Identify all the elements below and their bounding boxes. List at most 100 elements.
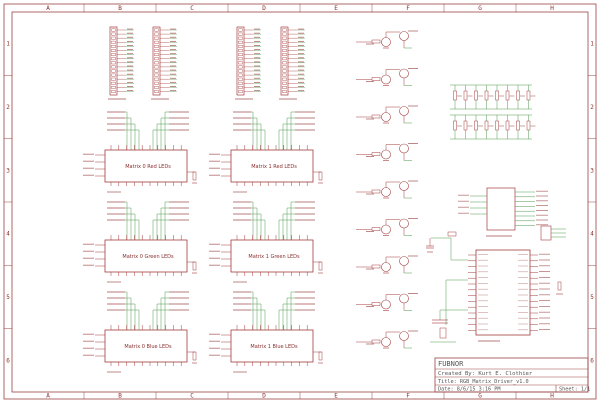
row-label-left: 3: [6, 167, 10, 174]
row-transistor: [356, 180, 418, 199]
matrix-driver-label: Matrix 1 Blue LEDs: [250, 344, 298, 350]
matrix-driver-ic: Matrix 0 Green LEDs: [83, 201, 197, 283]
connector-pin: [154, 69, 159, 73]
resistor: [463, 90, 468, 101]
connector-pin: [154, 57, 159, 61]
resistor: [484, 120, 489, 131]
matrix-driver-ic: Matrix 1 Green LEDs: [209, 201, 323, 283]
matrix-driver-label: Matrix 0 Green LEDs: [122, 254, 174, 260]
row-transistor: [356, 105, 418, 124]
connector-pin: [111, 28, 116, 32]
resistor: [318, 261, 323, 271]
connector-pin: [238, 32, 243, 36]
title-block-frame: [434, 357, 589, 393]
transistor-p: [399, 106, 409, 116]
connector-pin: [111, 73, 116, 77]
connector-pin: [282, 85, 287, 89]
connector-pin: [282, 77, 287, 81]
bus-wire: [125, 207, 132, 240]
bus-wire: [282, 123, 295, 150]
bus-wire: [290, 291, 295, 330]
header-connectors: [108, 26, 305, 100]
microcontroller: [426, 231, 563, 343]
connector-pin: [111, 90, 116, 93]
resistor: [495, 90, 499, 101]
bus-wire: [156, 123, 169, 150]
connector-pin: [282, 53, 287, 57]
ic-body: [230, 329, 314, 363]
column-label-bottom: G: [478, 393, 482, 400]
bus-wire: [152, 309, 169, 330]
connector-pin: [238, 45, 243, 48]
bus-wire: [251, 117, 258, 150]
frame-ticks: [4, 4, 596, 399]
base-resistor: [371, 264, 381, 269]
connector-pin: [111, 49, 116, 52]
row-transistor: [356, 218, 418, 236]
bus-wire: [282, 213, 295, 240]
connector-pin: [154, 61, 159, 65]
bus-wire: [152, 129, 169, 150]
transistor-q: [381, 149, 391, 160]
transistor-p: [399, 181, 409, 191]
bus-wire: [251, 207, 258, 240]
bus-wire: [160, 297, 169, 330]
bus-wire: [251, 129, 266, 150]
row-transistor: [356, 143, 418, 161]
resistor-network: [450, 84, 536, 140]
row-transistor: [356, 30, 418, 49]
column-label-bottom: A: [46, 393, 50, 400]
bus-wire: [251, 201, 254, 240]
row-label-right: 1: [590, 41, 594, 48]
column-label-bottom: C: [190, 393, 194, 400]
row-transistor: [356, 255, 418, 274]
column-label-bottom: H: [550, 393, 554, 400]
bus-wire: [251, 123, 262, 150]
bus-wire: [125, 291, 128, 330]
connector-pin: [154, 81, 159, 85]
matrix-driver-ic: Matrix 0 Red LEDs: [83, 111, 197, 193]
resistor: [453, 90, 457, 101]
ic-body: [104, 239, 188, 273]
column-label-top: A: [46, 5, 50, 12]
title-created-by: Created By: Kurt E. Clothier: [438, 371, 533, 377]
misc-components: [458, 187, 566, 241]
bus-wire: [160, 117, 169, 150]
bus-wire: [251, 213, 262, 240]
title-block: FUBNOR Created By: Kurt E. Clothier Titl…: [434, 357, 590, 393]
connector-pin: [111, 61, 116, 65]
bus-wire: [125, 129, 140, 150]
connector-pin: [111, 81, 116, 85]
row-label-right: 4: [590, 231, 594, 238]
shift-register-ic: [486, 187, 516, 231]
header-connector: [151, 26, 177, 100]
bus-wire: [164, 201, 169, 240]
resistor: [192, 171, 197, 181]
connector-pin: [154, 65, 159, 69]
power-net: [431, 237, 468, 261]
row-label-right: 6: [590, 357, 594, 364]
connector-pin: [154, 53, 159, 57]
title-sheet: Sheet: 1/1: [559, 387, 590, 393]
transistor-q: [381, 74, 391, 85]
bus-wire: [290, 111, 295, 150]
matrix-driver-label: Matrix 1 Green LEDs: [248, 254, 300, 260]
bus-wire: [286, 297, 295, 330]
bus-wire: [125, 213, 136, 240]
connector-pin: [154, 73, 159, 77]
resistor: [474, 90, 478, 101]
bus-wire: [251, 111, 254, 150]
column-label-top: B: [118, 5, 122, 12]
connector-pin: [111, 85, 116, 89]
connector-pin: [154, 40, 159, 44]
connector-pin: [154, 85, 159, 89]
connector-body: [152, 26, 161, 96]
resistor: [447, 231, 457, 237]
bus-wire: [278, 309, 295, 330]
transistor-p: [399, 68, 409, 79]
bus-wire: [156, 213, 169, 240]
transistor-p: [399, 256, 409, 266]
matrix-driver-ic: Matrix 0 Blue LEDs: [83, 291, 197, 373]
connector-pin: [282, 81, 287, 85]
